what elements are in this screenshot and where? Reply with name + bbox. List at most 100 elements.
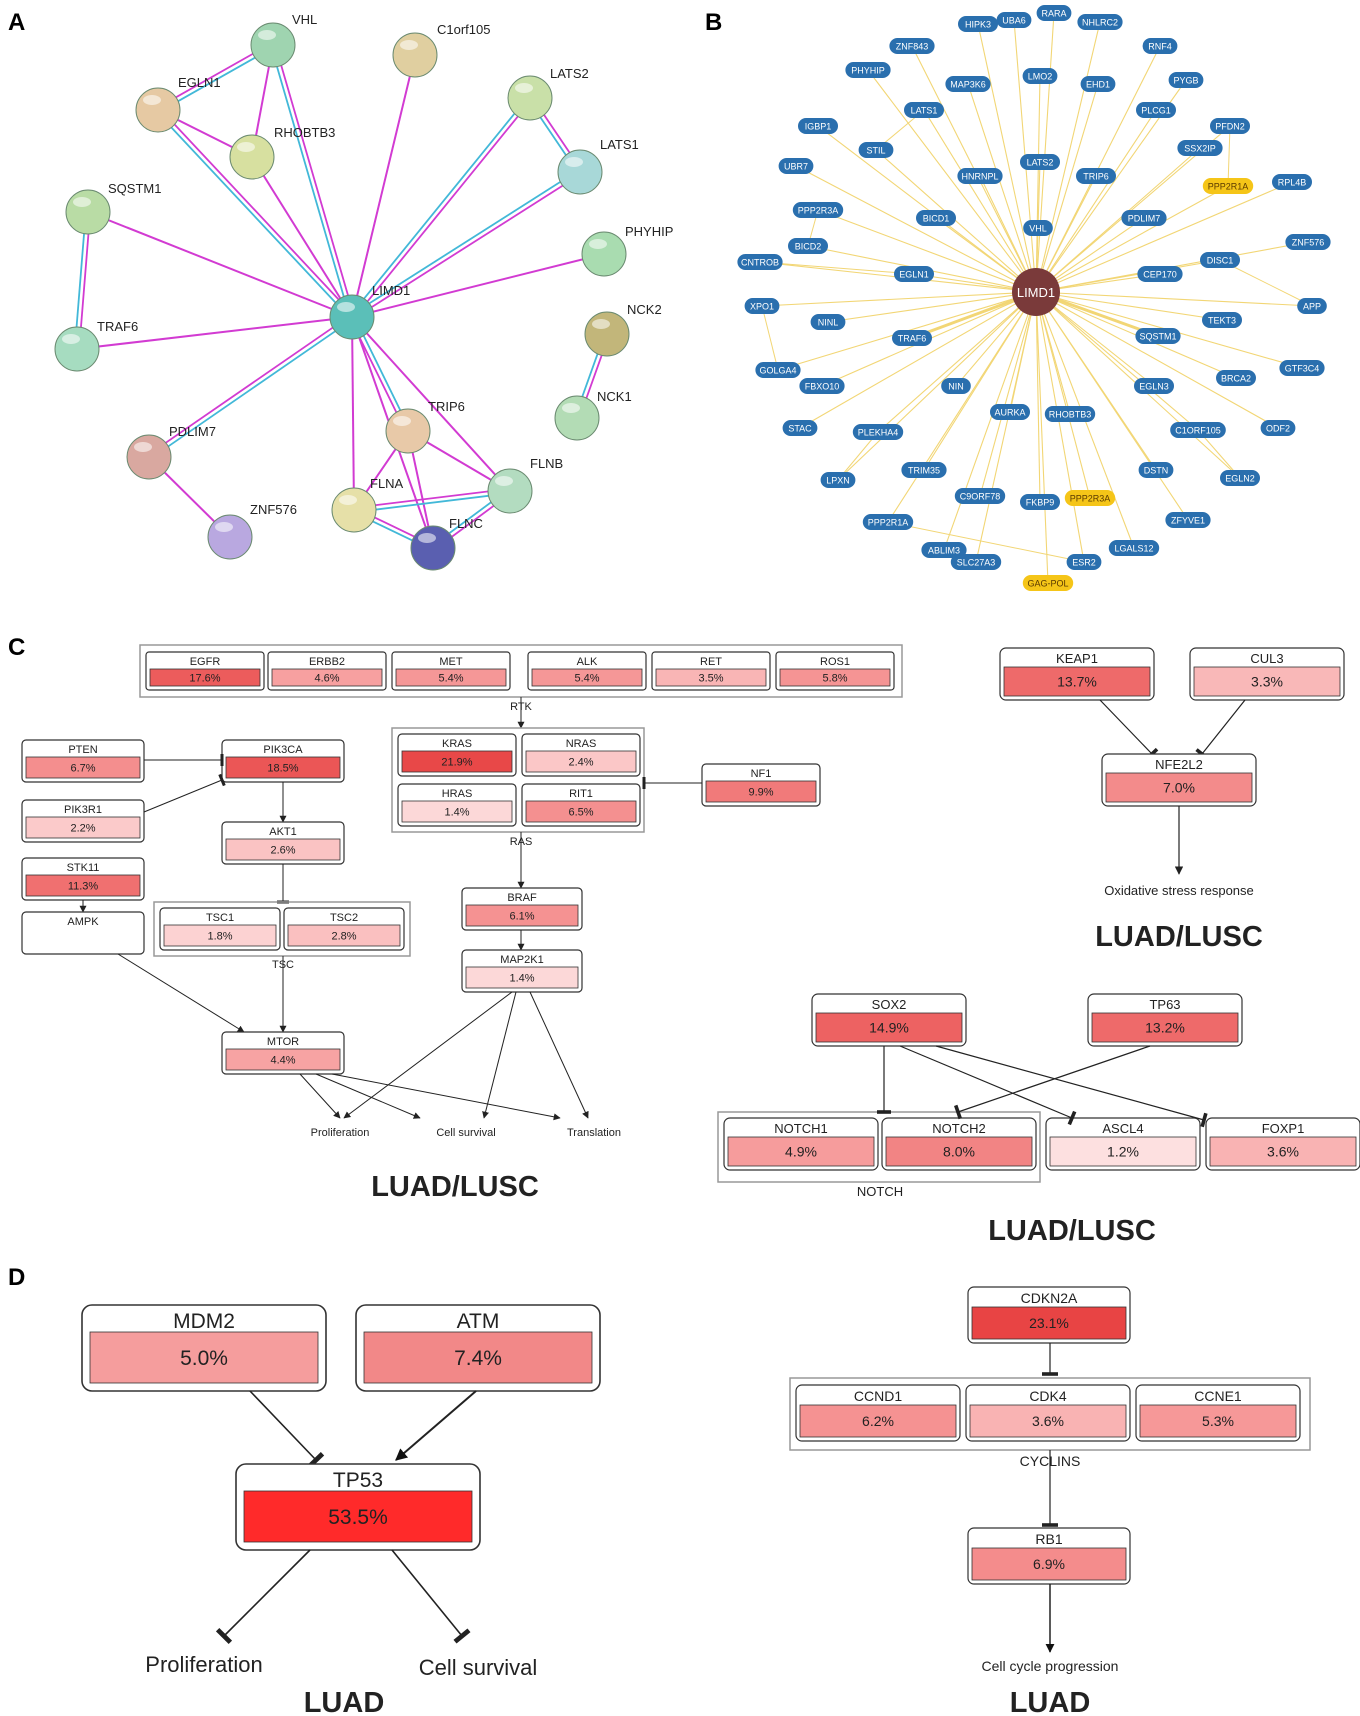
interactor-node[interactable]: PPP2R3A xyxy=(792,202,844,218)
interactor-node[interactable]: ODF2 xyxy=(1260,420,1296,436)
gene-node-ampk[interactable]: AMPK xyxy=(21,911,145,955)
network-node-vhl[interactable]: VHL xyxy=(250,12,317,68)
interactor-node[interactable]: LATS2 xyxy=(1020,154,1060,170)
interactor-node[interactable]: PYGB xyxy=(1168,72,1204,88)
interactor-node[interactable]: GOLGA4 xyxy=(755,362,801,378)
network-node-egln1[interactable]: EGLN1 xyxy=(135,75,221,133)
interactor-node[interactable]: STIL xyxy=(858,142,894,158)
interactor-node[interactable]: BRCA2 xyxy=(1216,370,1256,386)
interactor-node[interactable]: FBXO10 xyxy=(799,378,845,394)
interactor-node[interactable]: ZNF843 xyxy=(889,38,935,54)
interactor-node[interactable]: LPXN xyxy=(820,472,856,488)
interactor-node[interactable]: APP xyxy=(1297,298,1327,314)
network-node-flnc[interactable]: FLNC xyxy=(410,516,483,571)
network-node-phyhip[interactable]: PHYHIP xyxy=(581,224,673,277)
interactor-node[interactable]: DISC1 xyxy=(1200,252,1240,268)
interactor-node[interactable]: LATS1 xyxy=(904,102,944,118)
interactor-node[interactable]: DSTN xyxy=(1138,462,1174,478)
interactor-node[interactable]: NINL xyxy=(810,314,846,330)
interactor-node[interactable]: SQSTM1 xyxy=(1135,328,1181,344)
network-node-nck2[interactable]: NCK2 xyxy=(584,302,662,357)
network-node-nck1[interactable]: NCK1 xyxy=(554,389,632,441)
network-node-trip6[interactable]: TRIP6 xyxy=(385,399,465,454)
network-node-pdlim7[interactable]: PDLIM7 xyxy=(126,424,216,480)
interactor-node[interactable]: EHD1 xyxy=(1080,76,1116,92)
network-node-limd1[interactable]: LIMD1 xyxy=(329,283,410,340)
interactor-node[interactable]: AURKA xyxy=(990,404,1030,420)
interactor-node[interactable]: PHYHIP xyxy=(845,62,891,78)
interactor-node[interactable]: TRIM35 xyxy=(901,462,947,478)
interactor-node[interactable]: EGLN3 xyxy=(1134,378,1174,394)
interactor-node[interactable]: RARA xyxy=(1036,5,1072,21)
interactor-node[interactable]: LMO2 xyxy=(1022,68,1058,84)
interactor-node[interactable]: ABLIM3 xyxy=(921,542,967,558)
interactor-node[interactable]: C9ORF78 xyxy=(954,488,1006,504)
interactor-node[interactable]: C1ORF105 xyxy=(1170,422,1226,438)
interactor-node[interactable]: SLC27A3 xyxy=(950,554,1002,570)
interactor-node[interactable]: MAP3K6 xyxy=(945,76,991,92)
interactor-node[interactable]: IGBP1 xyxy=(798,118,838,134)
hub-node-limd1[interactable]: LIMD1 xyxy=(1012,268,1060,316)
interactor-node[interactable]: PPP2R1A xyxy=(1202,178,1254,194)
interactor-node[interactable]: TRAF6 xyxy=(892,330,932,346)
interactor-node[interactable]: PPP2R1A xyxy=(862,514,914,530)
network-node-flna[interactable]: FLNA xyxy=(331,476,404,533)
interactor-node[interactable]: FKBP9 xyxy=(1020,494,1060,510)
interactor-node[interactable]: PLEKHA4 xyxy=(852,424,904,440)
interactor-node[interactable]: LGALS12 xyxy=(1108,540,1160,556)
interactor-node[interactable]: BICD2 xyxy=(788,238,828,254)
interactor-node[interactable]: VHL xyxy=(1023,220,1053,236)
interactor-node[interactable]: EGLN2 xyxy=(1220,470,1260,486)
interactor-node[interactable]: STAC xyxy=(782,420,818,436)
interactor-node[interactable]: RHOBTB3 xyxy=(1044,406,1096,422)
interactor-node[interactable]: TRIP6 xyxy=(1076,168,1116,184)
interactor-node[interactable]: RPL4B xyxy=(1272,174,1312,190)
interactor-node[interactable]: GTF3C4 xyxy=(1279,360,1325,376)
interactor-node[interactable]: UBR7 xyxy=(778,158,814,174)
interactor-node[interactable]: CNTROB xyxy=(737,254,783,270)
interactor-node[interactable]: NHLRC2 xyxy=(1077,14,1123,30)
interactor-node[interactable]: HNRNPL xyxy=(957,168,1003,184)
interactor-node[interactable]: TEKT3 xyxy=(1202,312,1242,328)
interactor-node[interactable]: HIPK3 xyxy=(958,16,998,32)
network-node-flnb[interactable]: FLNB xyxy=(487,456,563,514)
network-node-znf576[interactable]: ZNF576 xyxy=(207,502,297,560)
interactor-node[interactable]: BICD1 xyxy=(916,210,956,226)
interactor-node[interactable]: ZNF576 xyxy=(1285,234,1331,250)
interactor-node[interactable]: ZFYVE1 xyxy=(1165,512,1211,528)
interactor-node[interactable]: PDLIM7 xyxy=(1121,210,1167,226)
